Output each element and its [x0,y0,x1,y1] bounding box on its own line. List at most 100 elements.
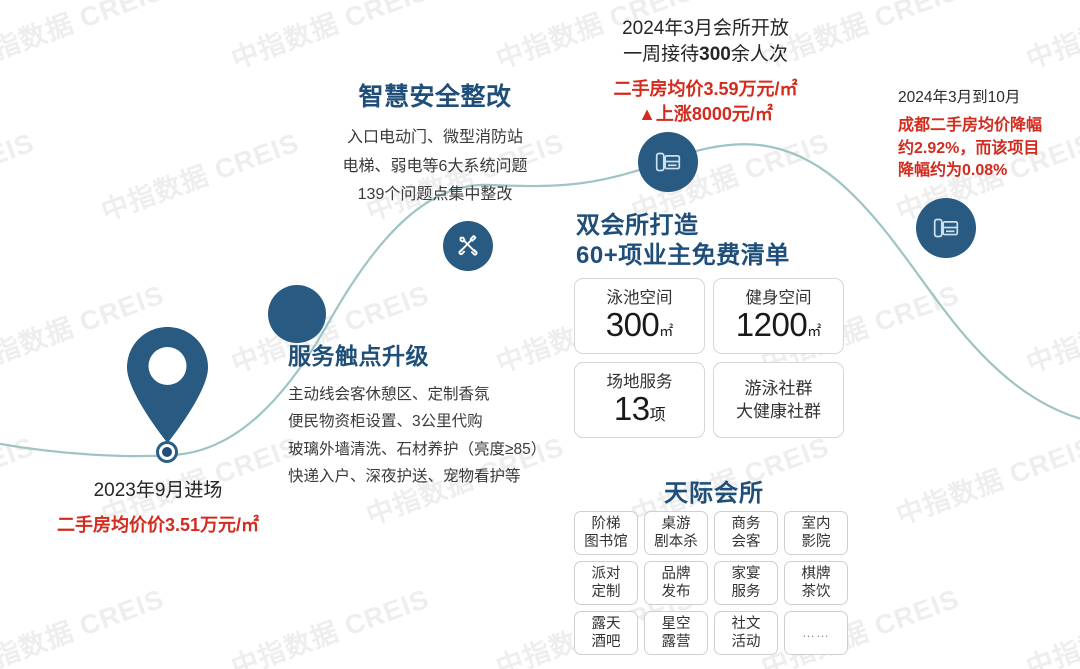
stat-number: 1200 [735,306,808,344]
bed-icon [655,152,681,172]
skyclub-tag[interactable]: 商务 会客 [714,511,778,555]
skyclub-tag-grid: 阶梯 图书馆 桌游 剧本杀 商务 会客 室内 影院 派对 定制 品牌 发布 家宴… [574,511,854,655]
stat-value: 300㎡ [605,306,674,344]
skyclub-tag[interactable]: 室内 影院 [784,511,848,555]
watermark-text: 中指数据 CREIS [892,431,1080,531]
watermark-text: 中指数据 CREIS [1022,0,1080,75]
skyclub-tag[interactable]: 社文 活动 [714,611,778,655]
map-pin-glyph [127,327,208,443]
stat-value: 13项 [613,390,666,428]
tag-line-b: 活动 [731,634,761,650]
end-note-line: 降幅约为0.08% [898,162,1008,180]
timeline-node-safety[interactable] [443,221,493,271]
service-upgrade-block: 服务触点升级 主动线会客休憩区、定制香氛 便民物资柜设置、3公里代购 玻璃外墙清… [288,342,546,491]
club-heading-line2: 60+项业主免费清单 [576,242,790,269]
timeline-node-end[interactable] [916,198,976,258]
safety-line: 电梯、弱电等6大系统问题 [342,157,528,175]
watermark-text: 中指数据 CREIS [1022,279,1080,379]
start-date-label: 2023年9月进场 [93,480,223,501]
watermark-text: 中指数据 CREIS [1022,583,1080,669]
tag-line-a: 派对 [591,565,621,582]
peak-date-label: 2024年3月会所开放 [622,18,789,39]
stat-community-line: 大健康社群 [736,402,821,421]
safety-heading: 智慧安全整改 [358,83,512,111]
stat-number: 13 [613,390,650,428]
peak-milestone-block: 2024年3月会所开放 一周接待300余人次 二手房均价3.59万元/㎡ ▲上涨… [578,16,833,128]
end-date-label: 2024年3月到10月 [898,89,1021,106]
skyclub-tag[interactable]: 家宴 服务 [714,561,778,605]
dual-clubhouse-heading-block: 双会所打造 60+项业主免费清单 [576,211,790,271]
start-milestone-block: 2023年9月进场 二手房均价价3.51万元/㎡ [18,478,298,538]
smart-safety-block: 智慧安全整改 入口电动门、微型消防站 电梯、弱电等6大系统问题 139个问题点集… [300,82,570,210]
tag-line-b: 发布 [661,584,691,600]
skyclub-tag[interactable]: 品牌 发布 [644,561,708,605]
safety-line: 139个问题点集中整改 [357,186,513,204]
service-line: 快递入户、深夜护送、宠物看护等 [288,468,521,486]
stat-unit: ㎡ [659,323,674,340]
end-milestone-block: 2024年3月到10月 成都二手房均价降幅 约2.92%，而该项目 降幅约为0.… [898,88,1080,183]
club-stat-grid: 泳池空间 300㎡ 健身空间 1200㎡ 场地服务 13项 游泳社群 大健康社群 [574,278,844,438]
timeline-node-service[interactable] [268,285,326,343]
peak-visitors-label: 一周接待300余人次 [578,42,833,68]
tag-line-a: 品牌 [661,565,691,582]
tag-line-a: 商务 [731,515,761,532]
peak-visitors-count: 300 [699,43,731,65]
watermark-text: 中指数据 CREIS [227,0,434,75]
skyclub-tag[interactable]: 露天 酒吧 [574,611,638,655]
watermark-text: 中指数据 CREIS [0,127,39,226]
stat-card-venue-service[interactable]: 场地服务 13项 [574,362,705,438]
timeline-node-start[interactable] [156,441,178,463]
stat-unit: 项 [649,407,666,425]
watermark-text: 中指数据 CREIS [0,583,169,669]
peak-visitors-prefix: 一周接待 [623,43,700,65]
skyclub-tag[interactable]: 桌游 剧本杀 [644,511,708,555]
tag-line-a: 社文 [731,615,761,632]
peak-visitors-suffix: 余人次 [730,43,788,65]
stat-card-community[interactable]: 游泳社群 大健康社群 [713,362,844,438]
tag-line-b: 酒吧 [591,634,621,650]
service-line: 玻璃外墙清洗、石材养护（亮度≥85） [288,440,547,458]
stat-unit: ㎡ [807,323,822,340]
tag-line-a: …… [802,624,830,640]
tag-line-a: 室内 [801,515,831,532]
end-note-line: 约2.92%，而该项目 [898,139,1040,157]
skyclub-tag-more[interactable]: …… [784,611,848,655]
service-line: 主动线会客休憩区、定制香氛 [288,385,490,403]
service-line: 便民物资柜设置、3公里代购 [288,413,483,431]
tag-line-a: 棋牌 [801,565,831,582]
tag-line-b: 服务 [731,584,761,600]
skyclub-tag[interactable]: 星空 露营 [644,611,708,655]
skyclub-tag[interactable]: 阶梯 图书馆 [574,511,638,555]
tag-line-b: 剧本杀 [654,534,698,550]
tag-line-b: 影院 [801,534,831,550]
end-note-line: 成都二手房均价降幅 [898,116,1043,134]
start-price-label: 二手房均价价3.51万元/㎡ [56,514,260,535]
peak-price-label: 二手房均价3.59万元/㎡ [613,79,798,100]
stat-card-gym[interactable]: 健身空间 1200㎡ [713,278,844,354]
map-pin-icon [125,325,210,450]
skyclub-tag[interactable]: 派对 定制 [574,561,638,605]
club-heading-line1: 双会所打造 [576,212,699,239]
tag-line-a: 家宴 [731,565,761,582]
tag-line-a: 桌游 [661,515,691,532]
peak-change-label: ▲上涨8000元/㎡ [638,104,773,125]
tag-line-a: 星空 [661,615,691,632]
stat-community-line: 游泳社群 [744,378,813,398]
tag-line-a: 露天 [591,615,621,632]
stat-number: 300 [605,306,660,344]
service-heading: 服务触点升级 [288,343,429,369]
skyclub-tag[interactable]: 棋牌 茶饮 [784,561,848,605]
timeline-node-clubhouse-open[interactable] [638,132,698,192]
tag-line-b: 定制 [591,584,621,600]
watermark-text: 中指数据 CREIS [0,0,169,75]
tag-line-b: 图书馆 [584,534,628,550]
stat-card-pool[interactable]: 泳池空间 300㎡ [574,278,705,354]
tag-line-b: 茶饮 [801,584,831,600]
safety-line: 入口电动门、微型消防站 [346,129,523,147]
tag-line-b: 会客 [731,534,761,550]
watermark-text: 中指数据 CREIS [227,583,434,669]
watermark-text: 中指数据 CREIS [97,127,304,227]
stat-value: 1200㎡ [735,306,822,344]
skyclub-title: 天际会所 [664,480,764,507]
